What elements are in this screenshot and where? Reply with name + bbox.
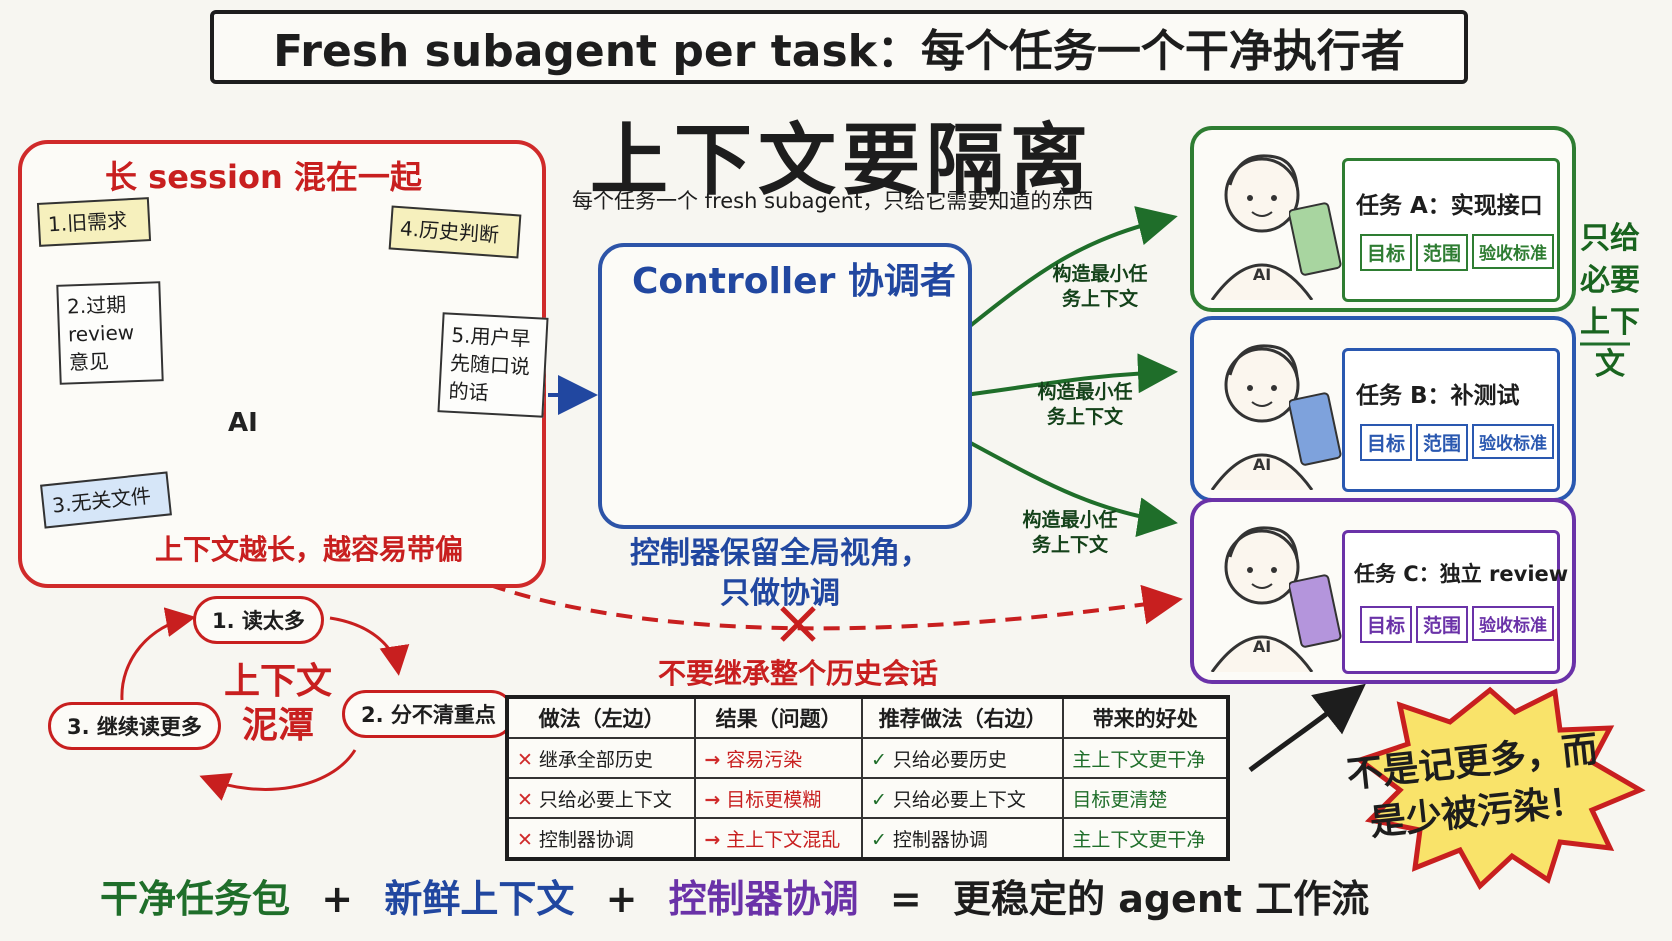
subagent-avatar: AI [1210,344,1314,490]
table-cell: 主上下文更干净 [1062,817,1229,860]
arrow-label-c: 构造最小任务上下文 [1022,509,1118,556]
arrow-to-task-a [963,206,1178,332]
check-icon: ✓ [871,828,887,851]
cycle-step-read-too-much: 1. 读太多 [193,596,324,644]
task-b-tag-goal: 目标 [1360,424,1413,461]
table-header-row: 做法（左边） 结果（问题） 推荐做法（右边） 带来的好处 [505,696,1229,739]
table-row: ✕继承全部历史 →容易污染 ✓只给必要历史 主上下文更干净 [505,737,1229,779]
task-a-title: 任务 A：实现接口 [1356,193,1543,219]
green-book-icon [1289,202,1342,276]
arrow-to-task-b [964,353,1178,397]
subagent-avatar: AI [1210,154,1314,300]
task-a-folder [1342,158,1560,302]
arrow-to-task-c [964,438,1178,538]
table-cell: 主上下文更干净 [1062,737,1229,779]
table-cell: 主上下文混乱 [726,828,841,851]
table-cell: 只给必要历史 [892,748,1007,771]
task-c-tag-acceptance: 验收标准 [1472,606,1554,641]
task-c-folder [1342,530,1560,674]
task-b-title: 任务 B：补测试 [1356,383,1520,409]
warning-text: 上下文越长，越容易带偏 [155,533,464,566]
cross-icon [780,606,816,642]
task-c-title: 任务 C：独立 review [1354,562,1569,586]
cross-icon: ✕ [517,788,533,811]
purple-book-icon [1289,574,1342,648]
subheading: 每个任务一个 fresh subagent，只给它需要知道的东西 [572,189,1094,213]
arrow-right-icon: → [704,828,721,851]
controller-panel [598,243,972,529]
check-icon: ✓ [871,788,887,811]
note-casual-remarks: 5.用户早先随口说的话 [437,312,549,418]
summary-formula: 干净任务包 + 新鲜上下文 + 控制器协调 = 更稳定的 agent 工作流 [100,868,1369,923]
task-a-tag-goal: 目标 [1360,234,1413,271]
table-cell: 目标更模糊 [726,788,822,811]
laptop-label: AI [228,408,258,438]
cycle-step-lose-focus: 2. 分不清重点 [342,690,515,738]
dashed-inherit-arrow [489,583,1183,631]
task-b-tag-acceptance: 验收标准 [1472,424,1554,459]
cycle-center-label: 上下文泥潭 [223,661,332,746]
task-b-folder [1342,348,1560,492]
task-a-panel: AI 任务 A：实现接口 目标 范围 验收标准 [1190,126,1576,312]
arrow-label-b: 构造最小任务上下文 [1037,381,1133,428]
task-a-tag-acceptance: 验收标准 [1472,234,1554,269]
avatar-label: AI [1253,637,1271,656]
main-heading: 上下文要隔离 [590,116,1095,206]
table-cell: 继承全部历史 [538,748,653,771]
formula-plus: + [321,877,354,921]
table-header: 结果（问题） [694,696,863,739]
long-session-title: 长 session 混在一起 [105,158,422,196]
formula-plus: + [605,877,638,921]
table-cell: 只给必要上下文 [892,788,1026,811]
formula-equals: = [889,877,922,921]
controller-title: Controller 协调者 [632,261,956,302]
table-cell: 目标更清楚 [1062,777,1229,819]
avatar-label: AI [1253,265,1271,284]
note-historical-judgment: 4.历史判断 [388,205,522,259]
subagent-avatar: AI [1210,526,1314,672]
no-inherit-label: 不要继承整个历史会话 [658,657,939,690]
page-title: Fresh subagent per task：每个任务一个干净执行者 [210,10,1468,84]
cross-icon: ✕ [517,748,533,771]
comparison-table: 做法（左边） 结果（问题） 推荐做法（右边） 带来的好处 ✕继承全部历史 →容易… [505,695,1230,861]
table-header: 做法（左边） [505,696,697,739]
formula-result: 更稳定的 agent 工作流 [952,877,1370,921]
table-row: ✕只给必要上下文 →目标更模糊 ✓只给必要上下文 目标更清楚 [505,777,1229,819]
side-note: 只给必要上下文 [1580,221,1640,382]
arrow-right-icon: → [704,788,721,811]
task-c-tag-scope: 范围 [1416,606,1469,643]
avatar-label: AI [1253,455,1271,474]
table-cell: 控制器协调 [892,828,988,851]
table-header: 推荐做法（右边） [860,696,1065,739]
controller-caption: 控制器保留全局视角，只做协调 [630,536,930,611]
table-cell: 容易污染 [726,748,803,771]
task-c-tag-goal: 目标 [1360,606,1413,643]
formula-controller: 控制器协调 [668,877,859,921]
formula-clean-package: 干净任务包 [100,877,291,921]
callout-starburst [1354,686,1646,891]
formula-fresh-context: 新鲜上下文 [384,877,575,921]
check-icon: ✓ [871,748,887,771]
task-c-panel: AI 任务 C：独立 review 目标 范围 验收标准 [1190,498,1576,684]
table-cell: 只给必要上下文 [538,788,672,811]
table-header: 带来的好处 [1062,696,1229,739]
table-cell: 控制器协调 [538,828,634,851]
task-b-panel: AI 任务 B：补测试 目标 范围 验收标准 [1190,316,1576,502]
note-old-requirements: 1.旧需求 [36,197,152,247]
cycle-arrows [120,607,410,801]
cross-icon: ✕ [517,828,533,851]
task-a-tag-scope: 范围 [1416,234,1469,271]
note-stale-review: 2.过期 review 意见 [56,281,164,385]
table-row: ✕控制器协调 →主上下文混乱 ✓控制器协调 主上下文更干净 [505,817,1229,860]
cycle-step-read-more: 3. 继续读更多 [48,702,221,750]
task-b-tag-scope: 范围 [1416,424,1469,461]
arrow-right-icon: → [704,748,721,771]
blue-book-icon [1289,392,1342,466]
arrow-label-a: 构造最小任务上下文 [1052,263,1148,310]
arrow-to-callout [1248,683,1366,773]
